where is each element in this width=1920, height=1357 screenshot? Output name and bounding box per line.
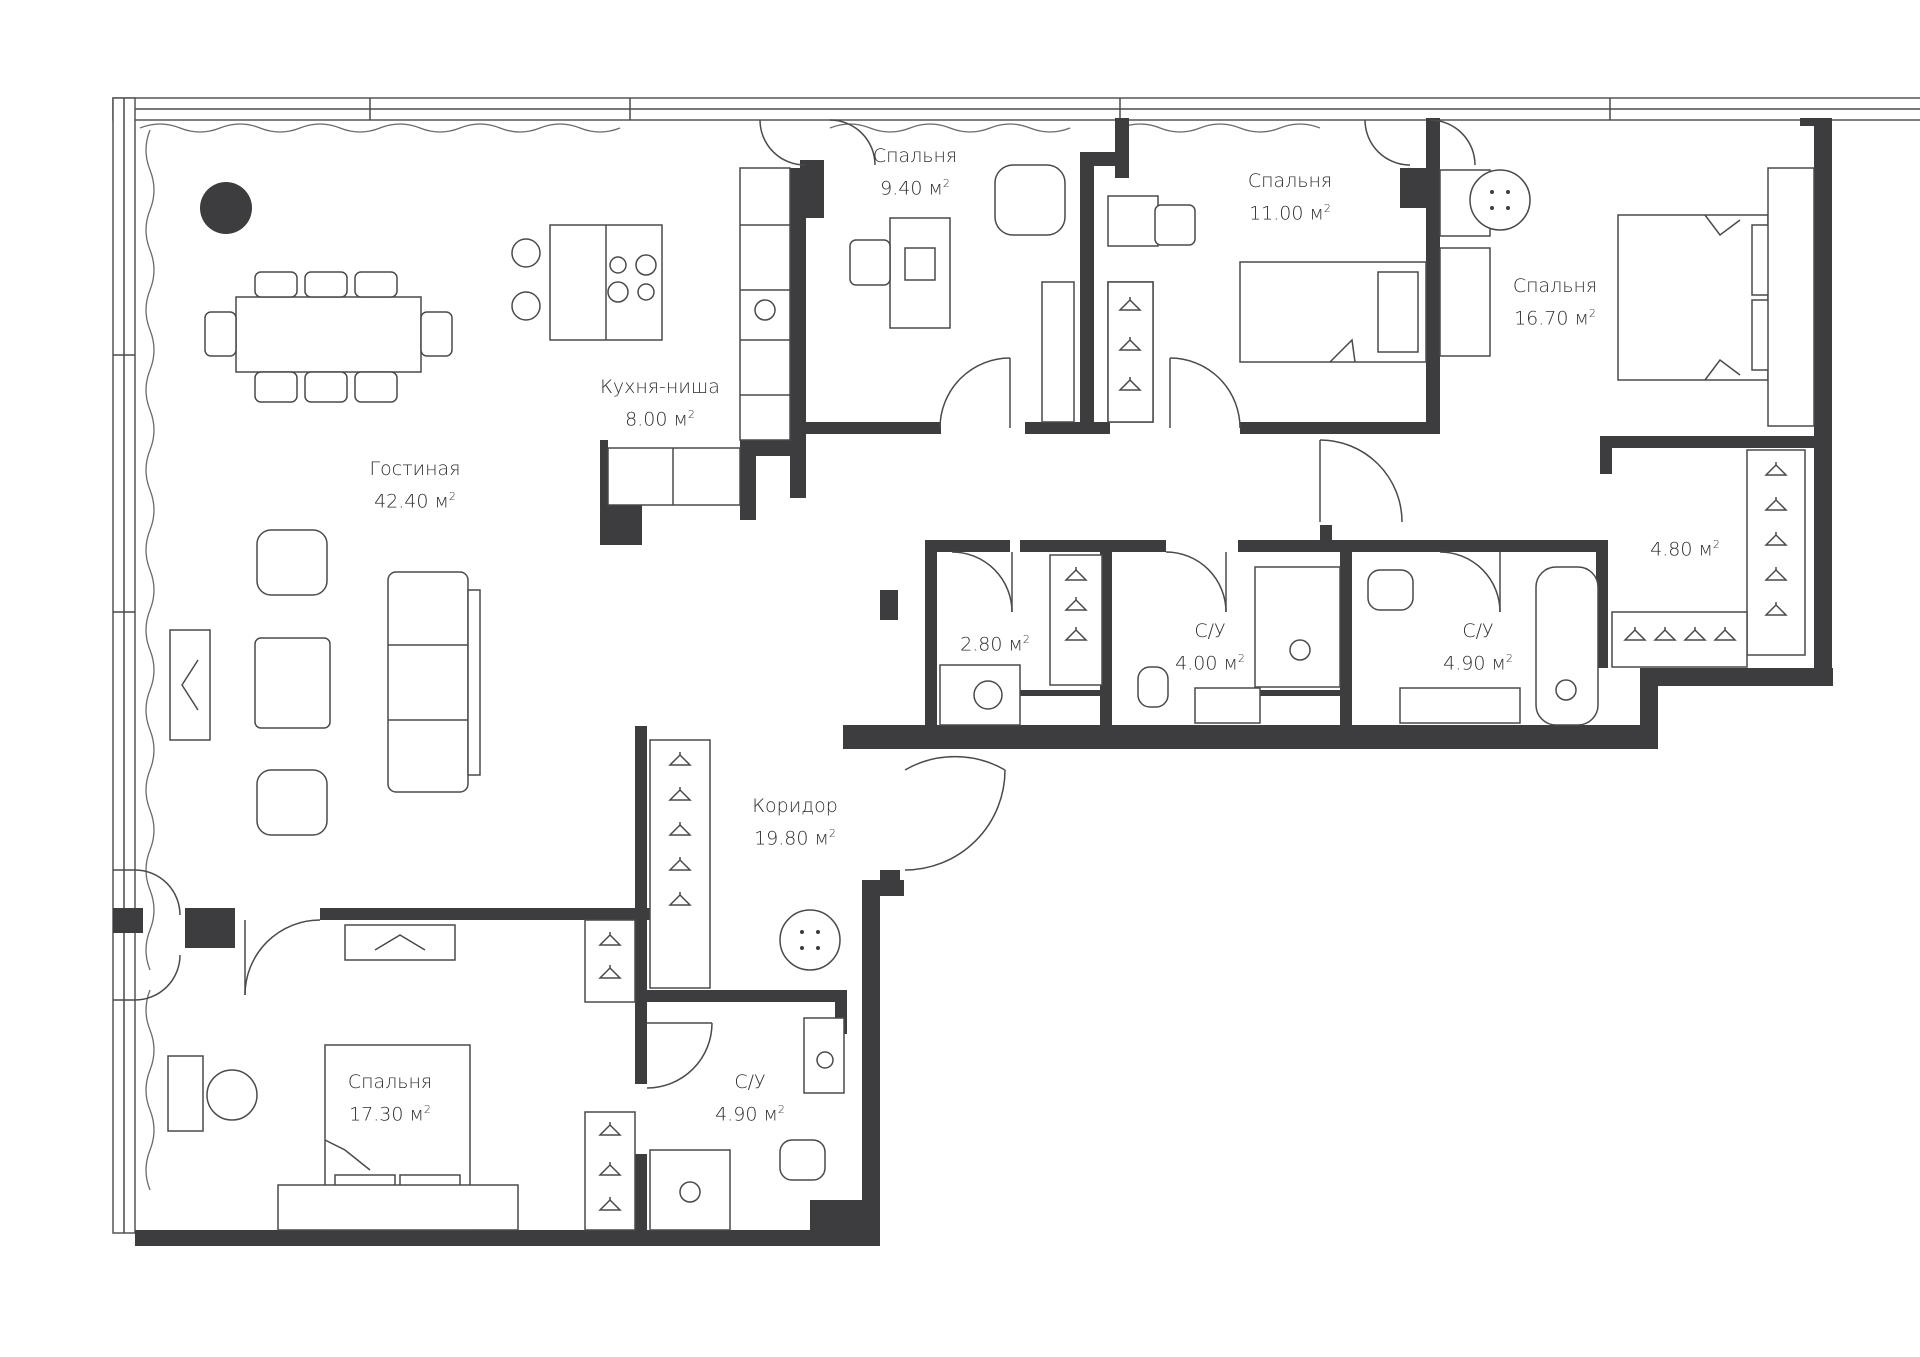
bedroom-4-furniture — [167, 924, 519, 1231]
living-room-furniture — [169, 182, 663, 836]
washing-machine-icon — [973, 680, 1003, 710]
room-label-bedroom-2: Спальня 11.00 м2 — [1215, 167, 1365, 227]
kitchen-furniture — [607, 167, 791, 506]
room-label-bedroom-4: Спальня 17.30 м2 — [315, 1068, 465, 1128]
bathroom-fixtures — [649, 566, 1599, 1231]
bed-icon — [1239, 261, 1427, 363]
shower-icon — [1254, 566, 1341, 688]
room-label-living: Гостиная 42.40 м2 — [330, 455, 500, 515]
room-area: 4.80 — [1650, 538, 1693, 561]
room-area: 19.80 — [754, 827, 809, 850]
room-label-wardrobe-1: 4.80 м2 — [1650, 538, 1720, 561]
room-label-kitchen: Кухня-ниша 8.00 м2 — [575, 373, 745, 433]
room-label-bathroom-3: С/У 4.90 м2 — [690, 1068, 810, 1128]
sink-icon — [754, 299, 776, 321]
room-area: 8.00 — [625, 408, 668, 431]
room-label-bedroom-1: Спальня 9.40 м2 — [840, 142, 990, 202]
room-label-storage: 2.80 м2 — [960, 633, 1030, 656]
room-area: 11.00 — [1249, 202, 1304, 225]
tv-icon — [169, 629, 211, 741]
exterior-walls — [112, 97, 1920, 1246]
room-label-bathroom-1: С/У 4.00 м2 — [1150, 617, 1270, 677]
room-name: Спальня — [1512, 275, 1598, 297]
room-name: С/У — [1194, 620, 1226, 642]
wardrobe-hanger-icon — [584, 281, 1806, 1231]
cooktop-icon — [511, 224, 663, 341]
sink-icon — [1194, 687, 1261, 724]
room-area: 16.70 — [1514, 307, 1569, 330]
sofa-icon — [387, 571, 481, 793]
ottoman-icon — [254, 637, 331, 729]
bathtub-icon — [1535, 566, 1599, 726]
room-name: Спальня — [872, 145, 958, 167]
room-area: 4.00 — [1175, 652, 1218, 675]
room-name: Кухня-ниша — [600, 376, 720, 398]
room-area: 4.90 — [1443, 652, 1486, 675]
interior-walls — [113, 118, 1814, 1245]
room-area: 9.40 — [880, 177, 923, 200]
room-label-corridor: Коридор 19.80 м2 — [720, 792, 870, 852]
bedroom-1-furniture — [849, 164, 1075, 423]
room-name: Спальня — [1247, 170, 1333, 192]
doors — [134, 119, 1501, 1089]
room-area: 17.30 — [349, 1103, 404, 1126]
bedroom-3-furniture — [1469, 167, 1815, 427]
toilet-icon — [1137, 666, 1169, 708]
room-name: С/У — [734, 1071, 766, 1093]
room-name: Гостиная — [369, 458, 461, 480]
room-label-bathroom-2: С/У 4.90 м2 — [1418, 617, 1538, 677]
room-label-bedroom-3: Спальня 16.70 м2 — [1480, 272, 1630, 332]
room-area: 2.80 — [960, 633, 1003, 656]
dining-table-icon — [204, 271, 453, 403]
bed-icon — [1617, 214, 1789, 381]
plant-icon — [200, 182, 252, 234]
room-name: Спальня — [347, 1071, 433, 1093]
armchair-icon — [256, 529, 328, 836]
room-area: 42.40 — [374, 490, 429, 513]
room-area: 4.90 — [715, 1103, 758, 1126]
room-name: Коридор — [752, 795, 838, 817]
room-name: С/У — [1462, 620, 1494, 642]
curtains — [139, 123, 1321, 1191]
